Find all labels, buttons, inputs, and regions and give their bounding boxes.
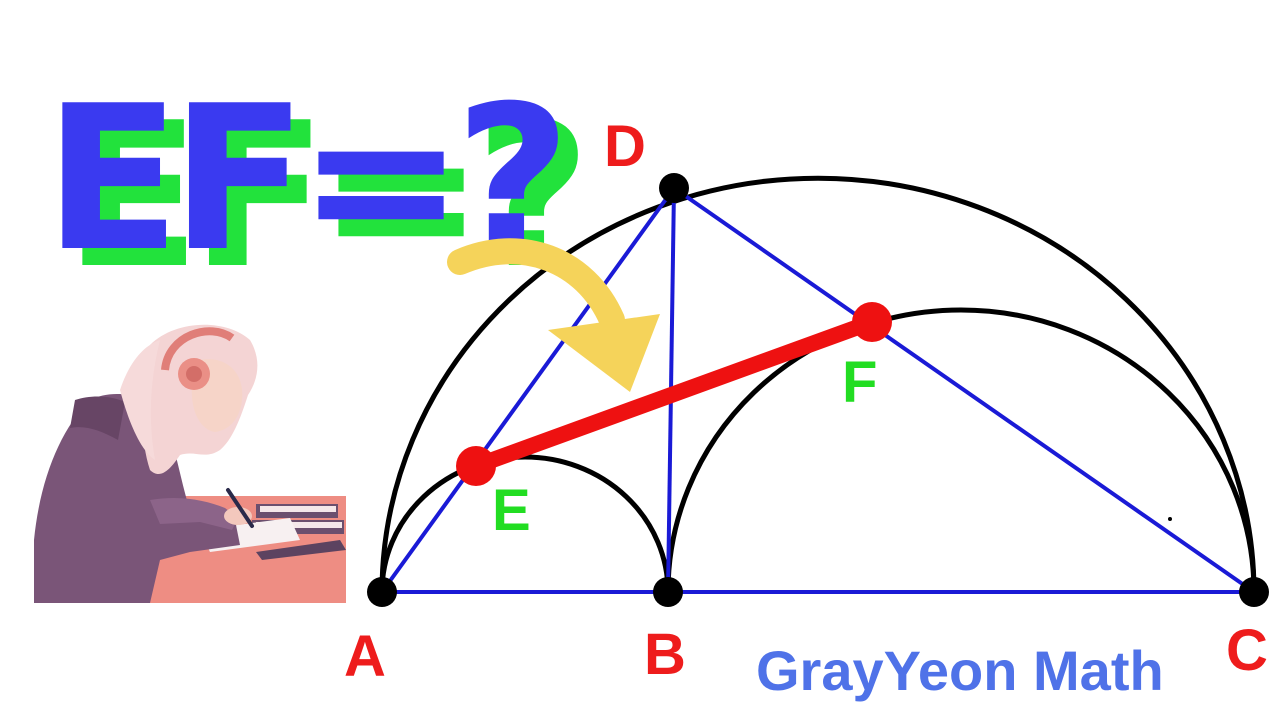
point-e xyxy=(456,446,496,486)
segment-dc xyxy=(672,186,1256,594)
label-d: D xyxy=(604,114,646,179)
notebook-icon xyxy=(256,540,346,560)
hoodie-icon xyxy=(34,394,240,603)
point-f xyxy=(852,302,892,342)
student-illustration-icon xyxy=(34,324,346,603)
outer-semicircle xyxy=(379,175,1257,593)
segment-ad xyxy=(380,186,676,594)
title-shadow: EF=? xyxy=(64,80,581,313)
point-d xyxy=(659,173,689,203)
small-semicircle xyxy=(379,454,671,593)
label-b: B xyxy=(644,622,686,687)
brand-text: GrayYeon Math xyxy=(756,639,1164,702)
label-f: F xyxy=(842,350,877,415)
point-c xyxy=(1239,577,1269,607)
label-c: C xyxy=(1226,618,1268,683)
point-b xyxy=(653,577,683,607)
title-group: EF=? EF=? xyxy=(44,63,591,313)
curved-arrow-icon xyxy=(447,238,660,392)
point-a xyxy=(367,577,397,607)
label-e: E xyxy=(492,478,531,543)
medium-semicircle xyxy=(665,307,1257,593)
blue-segments xyxy=(380,186,1256,594)
segment-ef xyxy=(468,314,880,474)
label-a: A xyxy=(344,624,386,689)
